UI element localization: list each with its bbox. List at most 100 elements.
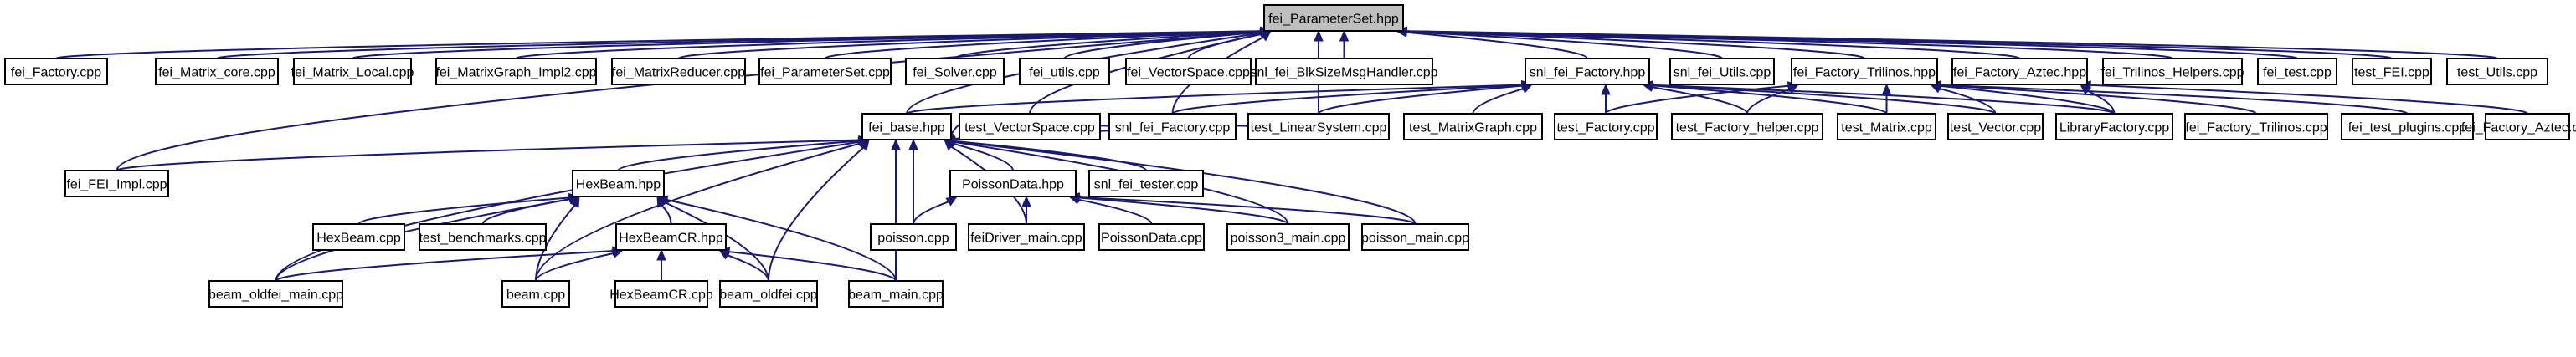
node-fei-factory-cpp[interactable]: fei_Factory.cpp <box>4 58 108 85</box>
node-trilinos-hpp[interactable]: fei_Factory_Trilinos.hpp <box>1791 58 1938 85</box>
node-box <box>861 113 952 140</box>
node-beam-oldfei[interactable]: beam_oldfei.cpp <box>719 280 818 308</box>
edge-test-factory-helper-to-snl-factory-hpp <box>1652 86 1748 115</box>
node-label: fei_MatrixReducer.cpp <box>612 66 745 80</box>
node-vectorspace[interactable]: fei_VectorSpace.cpp <box>1125 58 1252 85</box>
node-box <box>1263 4 1404 32</box>
node-snl-factory-cpp[interactable]: snl_fei_Factory.cpp <box>1108 113 1237 140</box>
node-label: PoissonData.hpp <box>962 178 1064 192</box>
node-label: test_Factory.cpp <box>1556 121 1654 135</box>
edge-hexbeamcr-hpp-to-hexbeam-hpp <box>661 205 672 225</box>
node-label: fei_Factory_Trilinos.hpp <box>1793 66 1936 80</box>
edge-aztec-hpp-to-root <box>1406 30 2021 59</box>
node-test-linearsystem[interactable]: test_LinearSystem.cpp <box>1247 113 1390 140</box>
node-label: fei_MatrixGraph_Impl2.cpp <box>435 66 596 80</box>
node-root[interactable]: fei_ParameterSet.hpp <box>1263 4 1404 32</box>
edge-hexbeam-hpp-to-fei-base <box>617 140 860 171</box>
node-label: HexBeamCR.cpp <box>609 288 713 303</box>
node-matrixreducer[interactable]: fei_MatrixReducer.cpp <box>611 58 746 85</box>
node-poisson3[interactable]: poisson3_main.cpp <box>1226 223 1350 251</box>
edge-snl-fei-tester-to-fei-base <box>954 140 1147 171</box>
arrowhead-icon <box>859 138 870 151</box>
node-box <box>572 170 665 197</box>
node-libraryfactory[interactable]: LibraryFactory.cpp <box>2055 113 2173 140</box>
node-box <box>293 58 412 85</box>
node-test-benchmarks[interactable]: test_benchmarks.cpp <box>419 223 547 251</box>
edge-test-linearsystem-to-snl-factory-hpp <box>1318 84 1523 115</box>
node-hexbeamcr-cpp[interactable]: HexBeamCR.cpp <box>609 280 713 308</box>
node-test-vectorspace[interactable]: test_VectorSpace.cpp <box>959 113 1101 140</box>
node-test-utils[interactable]: test_Utils.cpp <box>2446 58 2548 85</box>
node-matrix-local[interactable]: fei_Matrix_Local.cpp <box>291 58 414 85</box>
node-matrix-core[interactable]: fei_Matrix_core.cpp <box>155 58 279 85</box>
edge-fei-base-to-snl-factory-hpp <box>906 84 1523 115</box>
node-snl-utils[interactable]: snl_fei_Utils.cpp <box>1669 58 1775 85</box>
node-fei-test[interactable]: fei_test.cpp <box>2257 58 2337 85</box>
node-poisson[interactable]: poisson.cpp <box>870 223 957 251</box>
node-label: fei_base.hpp <box>868 121 945 135</box>
node-hexbeam-hpp[interactable]: HexBeam.hpp <box>572 170 665 197</box>
edge-beam-to-hexbeamcr-hpp <box>535 252 614 282</box>
node-test-factory-helper[interactable]: test_Factory_helper.cpp <box>1671 113 1823 140</box>
node-poissondata-hpp[interactable]: PoissonData.hpp <box>949 170 1077 197</box>
node-feidriver[interactable]: feiDriver_main.cpp <box>968 223 1085 251</box>
node-fei-impl[interactable]: fei_FEI_Impl.cpp <box>64 170 169 197</box>
node-utils[interactable]: fei_utils.cpp <box>1019 58 1110 85</box>
node-box <box>501 280 570 308</box>
node-test-vector[interactable]: test_Vector.cpp <box>1947 113 2044 140</box>
node-beam-oldfei-main[interactable]: beam_oldfei_main.cpp <box>208 280 343 308</box>
node-label: fei_test.cpp <box>2263 66 2332 80</box>
node-label: test_Matrix.cpp <box>1841 121 1932 135</box>
node-box <box>64 170 169 197</box>
node-aztec-cpp[interactable]: fei_Factory_Aztec.cpp <box>2461 113 2576 140</box>
node-label: snl_fei_Factory.hpp <box>1530 66 1646 80</box>
arrowhead-icon <box>656 248 666 261</box>
node-beam-main[interactable]: beam_main.cpp <box>848 280 944 308</box>
arrowhead-icon <box>908 138 918 150</box>
node-beam[interactable]: beam.cpp <box>501 280 570 308</box>
node-snl-fei-tester[interactable]: snl_fei_tester.cpp <box>1088 170 1204 197</box>
arrowhead-icon <box>1520 84 1534 94</box>
node-parameterset-cpp[interactable]: fei_ParameterSet.cpp <box>758 58 892 85</box>
node-label: fei_Factory_Aztec.hpp <box>1953 66 2086 80</box>
node-poissondata-cpp[interactable]: PoissonData.cpp <box>1098 223 1205 251</box>
node-label: beam_oldfei.cpp <box>719 288 818 303</box>
arrowhead-icon <box>1259 30 1272 42</box>
node-box <box>1247 113 1390 140</box>
node-trilinos-cpp[interactable]: fei_Factory_Trilinos.cpp <box>2184 113 2328 140</box>
node-poisson-main[interactable]: poisson_main.cpp <box>1361 223 1469 251</box>
edge-snl-factory-hpp-to-root <box>1406 31 1588 59</box>
node-box <box>2352 58 2432 85</box>
node-test-factory[interactable]: test_Factory.cpp <box>1554 113 1658 140</box>
node-trilinos-helpers[interactable]: fei_Trilinos_Helpers.cpp <box>2100 58 2244 85</box>
node-test-matrix[interactable]: test_Matrix.cpp <box>1837 113 1936 140</box>
edge-beam-oldfei-to-hexbeam-hpp <box>665 201 769 282</box>
node-label: fei_Factory_Trilinos.cpp <box>2185 121 2327 135</box>
node-snl-factory-hpp[interactable]: snl_fei_Factory.hpp <box>1525 58 1650 85</box>
node-test-fei[interactable]: test_FEI.cpp <box>2352 58 2432 85</box>
node-box <box>2257 58 2337 85</box>
node-fei-base[interactable]: fei_base.hpp <box>861 113 952 140</box>
node-test-matrixgraph[interactable]: test_MatrixGraph.cpp <box>1403 113 1543 140</box>
node-box <box>1098 223 1205 251</box>
node-label: snl_fei_Factory.cpp <box>1115 121 1231 135</box>
node-hexbeam-cpp[interactable]: HexBeam.cpp <box>312 223 405 251</box>
node-test-plugins[interactable]: fei_test_plugins.cpp <box>2341 113 2474 140</box>
node-solver[interactable]: fei_Solver.cpp <box>905 58 1005 85</box>
node-matrixgraph-impl2[interactable]: fei_MatrixGraph_Impl2.cpp <box>435 58 597 85</box>
node-aztec-hpp[interactable]: fei_Factory_Aztec.hpp <box>1951 58 2088 85</box>
edge-libraryfactory-to-snl-factory-hpp <box>1652 84 2116 115</box>
node-hexbeamcr-hpp[interactable]: HexBeamCR.hpp <box>615 223 727 251</box>
edge-libraryfactory-to-aztec-hpp <box>2087 89 2116 115</box>
node-box <box>968 223 1085 251</box>
edge-matrix-core-to-root <box>216 30 1262 59</box>
edge-matrixreducer-to-root <box>677 30 1262 59</box>
node-box <box>1226 223 1350 251</box>
node-box <box>312 223 405 251</box>
node-box <box>155 58 279 85</box>
node-box <box>1837 113 1936 140</box>
node-label: HexBeamCR.hpp <box>619 232 723 246</box>
edge-beam-oldfei-main-to-hexbeamcr-hpp <box>275 250 614 282</box>
node-blksize[interactable]: snl_fei_BlkSizeMsgHandler.cpp <box>1250 58 1438 85</box>
node-box <box>905 58 1005 85</box>
